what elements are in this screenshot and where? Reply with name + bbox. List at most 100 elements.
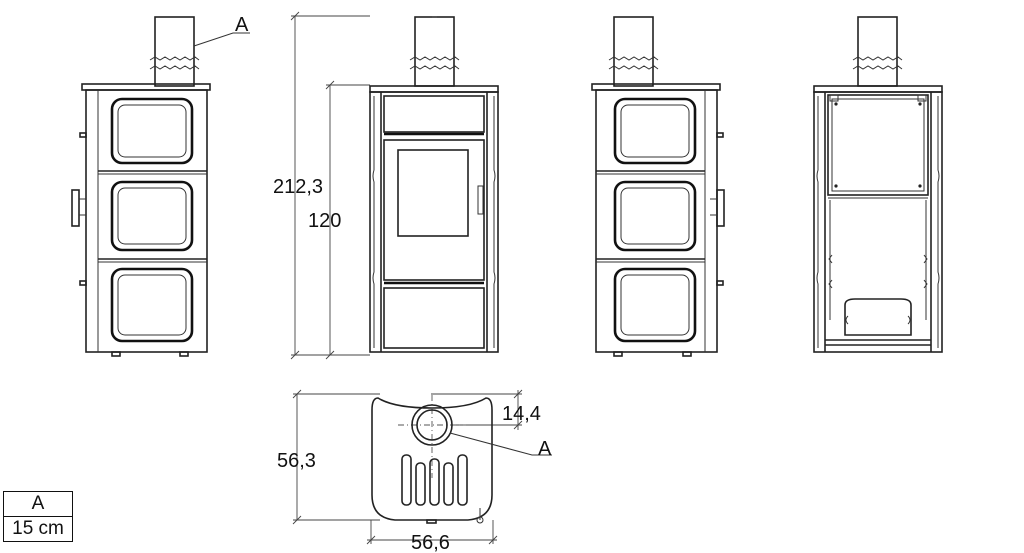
screw <box>834 184 838 188</box>
dim-label-flue-offset: 14,4 <box>502 403 541 425</box>
chimney-pipe <box>154 16 195 87</box>
dim-tick <box>292 389 302 399</box>
pipe-break-mark <box>608 56 659 61</box>
top-plate <box>591 83 721 91</box>
leader-line-a <box>449 432 552 456</box>
pipe-break-mark <box>608 65 659 70</box>
chimney-pipe <box>414 16 455 87</box>
tile-panel <box>613 267 697 343</box>
vent-slot <box>457 454 468 506</box>
vent-slot <box>429 458 440 506</box>
flue-outlet <box>411 404 453 446</box>
air-intake <box>844 298 912 336</box>
legend-header-row: A <box>3 491 73 517</box>
pipe-break-mark <box>409 65 460 70</box>
tile-panel-inner <box>117 104 187 158</box>
door-handle-icon <box>477 185 484 215</box>
dim-tick <box>290 11 300 21</box>
pipe-break-mark <box>852 56 903 61</box>
side-view-left <box>71 16 250 357</box>
label-a-flue: A <box>538 438 552 460</box>
foot <box>111 351 121 357</box>
tile-panel-inner <box>117 274 187 336</box>
rear-frame <box>829 200 927 320</box>
tile-panel <box>613 97 697 165</box>
pipe-break-mark <box>149 65 200 70</box>
front-view <box>369 16 499 353</box>
air-intake-detail <box>845 315 911 325</box>
vent-slot <box>415 462 426 506</box>
top-view <box>292 389 552 545</box>
flue-outlet-inner <box>416 409 448 441</box>
dim-tick <box>366 535 376 545</box>
vent-slot <box>401 454 412 506</box>
tile-panel <box>110 267 194 343</box>
front-knob <box>426 519 437 524</box>
legend-value: 15 cm <box>3 516 73 542</box>
door-glass <box>397 149 469 237</box>
side-trim <box>816 96 819 348</box>
handle-icon <box>716 189 725 227</box>
hinge <box>716 280 724 286</box>
legend-header: A <box>3 491 73 517</box>
bracket <box>829 94 839 102</box>
rear-frame-notch <box>828 254 928 264</box>
ash-drawer <box>383 287 485 349</box>
label-a-chimney: A <box>235 14 249 36</box>
pipe-break-mark <box>852 65 903 70</box>
pipe-break-mark <box>409 56 460 61</box>
chimney-pipe <box>857 16 898 87</box>
handle-icon <box>71 189 80 227</box>
pipe-break-mark <box>149 56 200 61</box>
side-trim <box>493 96 496 348</box>
top-plate <box>813 85 943 93</box>
top-plate <box>369 85 499 93</box>
handle-icon <box>476 516 484 524</box>
dim-tick <box>488 535 498 545</box>
hinge <box>716 132 724 138</box>
legend-table: A 15 cm <box>3 491 73 542</box>
tile-panel-inner <box>620 187 690 245</box>
tile-panel <box>110 97 194 165</box>
vent-slot <box>443 462 454 506</box>
side-view-right <box>591 16 725 357</box>
dim-tick <box>290 350 300 360</box>
stove-body <box>85 89 208 353</box>
fire-door <box>383 139 485 281</box>
chimney-pipe <box>613 16 654 87</box>
hinge <box>79 280 87 286</box>
leader-line-a <box>193 32 250 47</box>
side-trim <box>372 96 375 348</box>
rear-panel <box>827 94 929 196</box>
screw <box>918 102 922 106</box>
dim-tick <box>325 350 335 360</box>
rear-frame-notch <box>828 279 928 289</box>
foot <box>613 351 623 357</box>
rear-panel-inner <box>831 98 925 192</box>
screw <box>834 102 838 106</box>
rear-view <box>813 16 943 353</box>
dim-tick <box>292 515 302 525</box>
dim-label-width: 56,6 <box>411 532 450 553</box>
bracket <box>917 94 927 102</box>
hinge <box>79 132 87 138</box>
dim-label-total-height: 212,3 <box>273 176 323 198</box>
upper-panel <box>383 95 485 133</box>
tile-panel-inner <box>620 104 690 158</box>
side-trim <box>937 96 940 348</box>
dim-label-body-height: 120 <box>308 210 341 232</box>
stove-body <box>813 91 943 353</box>
foot <box>179 351 189 357</box>
tile-panel <box>613 180 697 252</box>
screw <box>918 184 922 188</box>
tile-panel-inner <box>117 187 187 245</box>
tile-panel <box>110 180 194 252</box>
stove-body <box>369 91 499 353</box>
dim-tick <box>513 389 523 399</box>
dim-tick <box>325 80 335 90</box>
top-plate <box>81 83 211 91</box>
legend-value-row: 15 cm <box>3 516 73 542</box>
height-dimensions <box>290 11 370 360</box>
foot <box>682 351 692 357</box>
